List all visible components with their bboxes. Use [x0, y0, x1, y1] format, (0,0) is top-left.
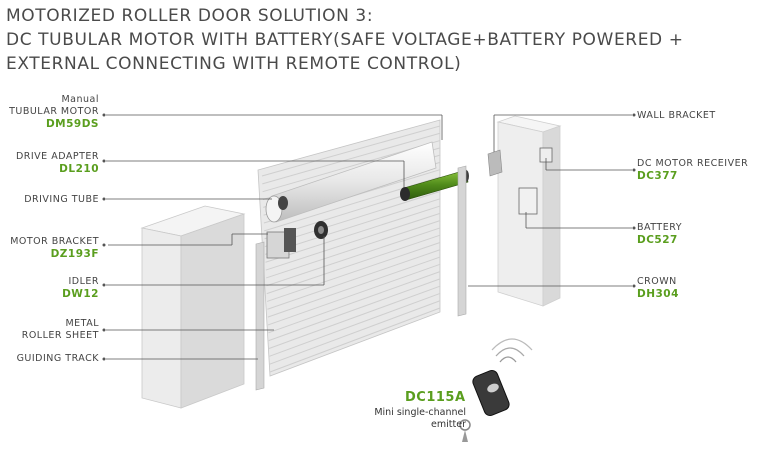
label-motor-bracket-code: DZ193F	[50, 248, 99, 260]
roller-slat	[266, 242, 441, 302]
roller-slat	[262, 132, 441, 185]
driving-tube	[265, 141, 437, 223]
label-battery-code: DC527	[637, 234, 678, 246]
diagram-title-line-2: DC TUBULAR MOTOR WITH BATTERY(SAFE VOLTA…	[6, 30, 684, 50]
guiding-tracks	[255, 149, 503, 391]
label-tubular-motor-name: TUBULAR MOTOR	[9, 106, 99, 117]
emitter-description: Mini single-channel emitter	[350, 407, 466, 431]
roller-slat	[268, 285, 441, 349]
label-crown-code: DH304	[637, 288, 679, 300]
label-crown: CROWN DH304	[637, 276, 679, 300]
roller-slat	[269, 307, 441, 373]
roller-slat	[265, 205, 441, 263]
leader-lines	[106, 114, 632, 360]
label-battery: BATTERY DC527	[637, 222, 682, 246]
leader-dots	[102, 113, 636, 361]
label-battery-name: BATTERY	[637, 222, 683, 233]
roller-slat	[269, 300, 441, 365]
label-guiding-track: GUIDING TRACK	[17, 353, 99, 365]
emitter-desc-line2: emitter	[431, 419, 466, 430]
label-dc-motor-receiver: DC MOTOR RECEIVER DC377	[637, 158, 748, 182]
left-wall-block	[140, 205, 246, 409]
emitter-code: DC115A	[405, 390, 466, 405]
label-tubular-motor: Manual TUBULAR MOTOR DM59DS	[9, 94, 99, 130]
label-guiding-track-name: GUIDING TRACK	[16, 353, 99, 364]
diagram-title-line-1: MOTORIZED ROLLER DOOR SOLUTION 3:	[6, 6, 374, 26]
roller-slat	[266, 227, 441, 287]
label-idler: IDLER DW12	[62, 276, 99, 300]
receiver-battery	[518, 147, 553, 215]
label-driving-tube-name: DRIVING TUBE	[24, 194, 99, 205]
remote-emitter-image	[459, 338, 533, 442]
roller-slat	[267, 256, 441, 318]
roller-slat	[268, 271, 441, 334]
roller-slat	[266, 234, 441, 295]
label-dc-motor-receiver-name: DC MOTOR RECEIVER	[637, 158, 749, 169]
roller-slat	[267, 263, 441, 326]
label-motor-bracket-name: MOTOR BRACKET	[10, 236, 99, 247]
label-tubular-motor-prefix: Manual	[61, 94, 99, 105]
roller-slat	[266, 220, 441, 279]
label-motor-bracket: MOTOR BRACKET DZ193F	[10, 236, 99, 260]
label-metal-roller-sheet-line1: METAL	[65, 318, 99, 329]
diagram-title-line-3: EXTERNAL CONNECTING WITH REMOTE CONTROL)	[6, 54, 462, 74]
label-driving-tube: DRIVING TUBE	[24, 194, 99, 206]
label-drive-adapter-name: DRIVE ADAPTER	[15, 151, 99, 162]
label-idler-code: DW12	[62, 288, 99, 300]
label-drive-adapter: DRIVE ADAPTER DL210	[16, 151, 99, 175]
label-metal-roller-sheet: METAL ROLLER SHEET	[22, 318, 99, 342]
label-crown-name: CROWN	[637, 276, 677, 287]
roller-slat	[265, 212, 441, 271]
label-wall-bracket: WALL BRACKET	[637, 110, 716, 122]
roller-sheet	[257, 119, 441, 377]
idler-bracket	[266, 221, 328, 259]
roller-slat	[261, 125, 441, 177]
label-metal-roller-sheet-line2: ROLLER SHEET	[21, 330, 99, 341]
label-wall-bracket-name: WALL BRACKET	[637, 110, 716, 121]
roller-slat	[269, 292, 441, 357]
label-dc-motor-receiver-code: DC377	[637, 170, 678, 182]
emitter-desc-line1: Mini single-channel	[374, 407, 466, 418]
roller-slat	[267, 249, 441, 310]
roller-slat	[268, 278, 441, 342]
label-idler-name: IDLER	[68, 276, 99, 287]
label-drive-adapter-code: DL210	[59, 163, 99, 175]
label-tubular-motor-code: DM59DS	[45, 118, 99, 130]
